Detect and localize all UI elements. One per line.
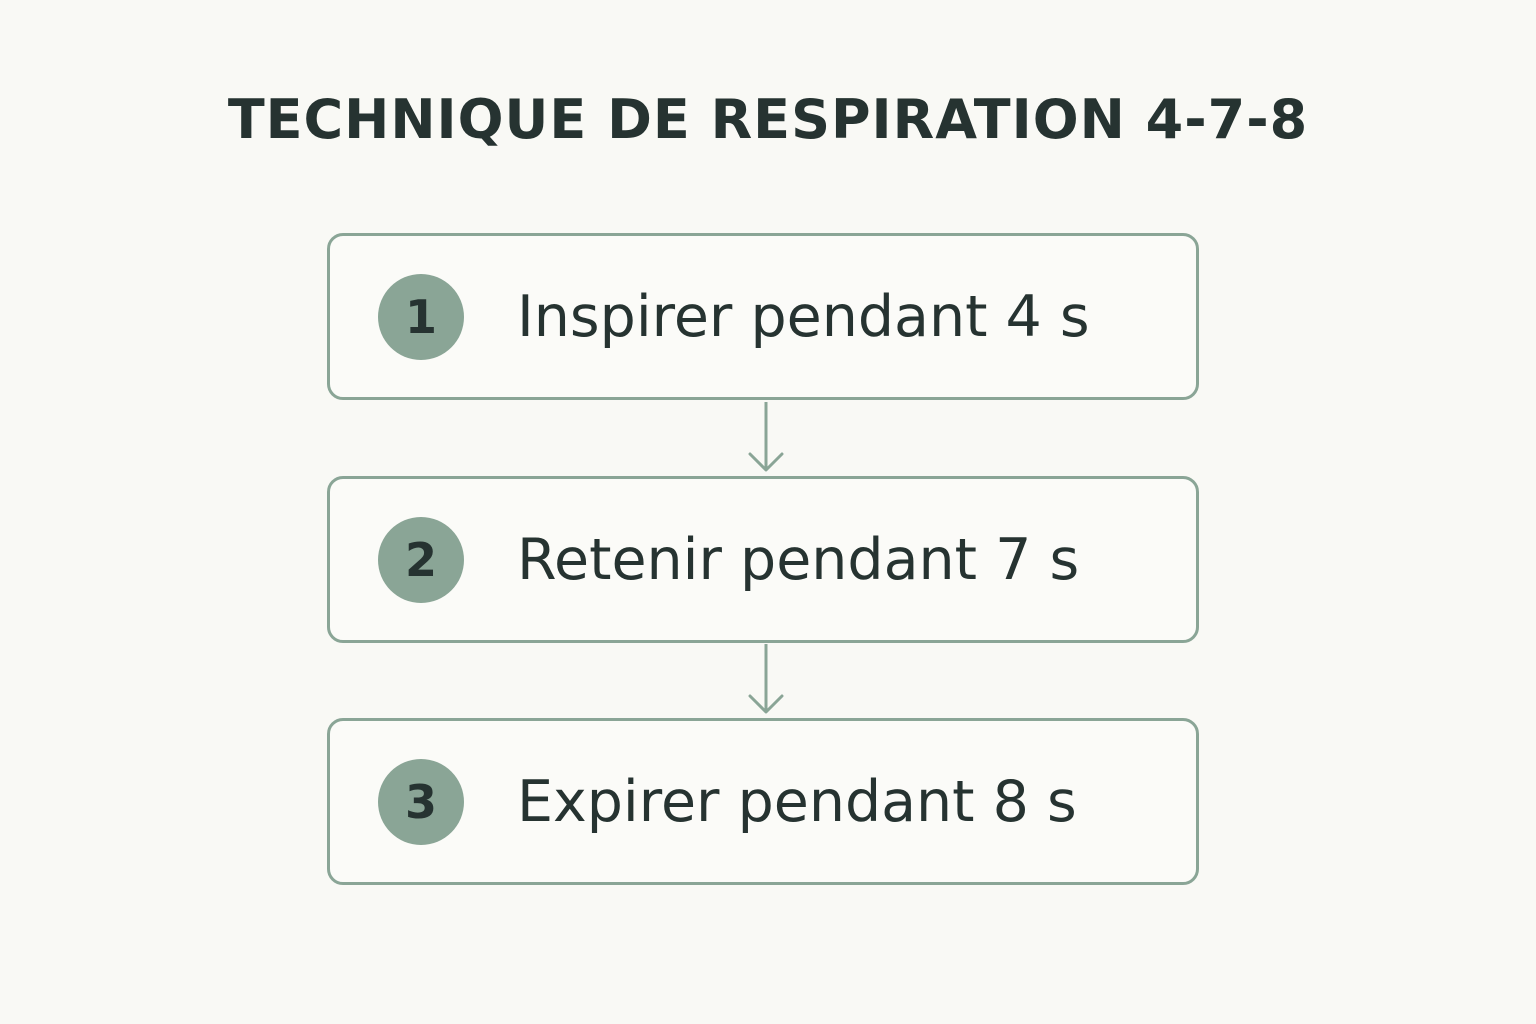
step-box-1: 1 Inspirer pendant 4 s — [327, 233, 1199, 400]
step-number-badge: 2 — [378, 517, 464, 603]
down-arrow-icon — [748, 402, 784, 472]
step-box-3: 3 Expirer pendant 8 s — [327, 718, 1199, 885]
step-box-2: 2 Retenir pendant 7 s — [327, 476, 1199, 643]
step-label: Retenir pendant 7 s — [517, 527, 1080, 593]
step-label: Expirer pendant 8 s — [517, 769, 1077, 835]
step-number-badge: 1 — [378, 274, 464, 360]
down-arrow-icon — [748, 644, 784, 714]
step-number-badge: 3 — [378, 759, 464, 845]
diagram-title: TECHNIQUE DE RESPIRATION 4-7-8 — [227, 88, 1309, 151]
step-label: Inspirer pendant 4 s — [517, 284, 1090, 350]
